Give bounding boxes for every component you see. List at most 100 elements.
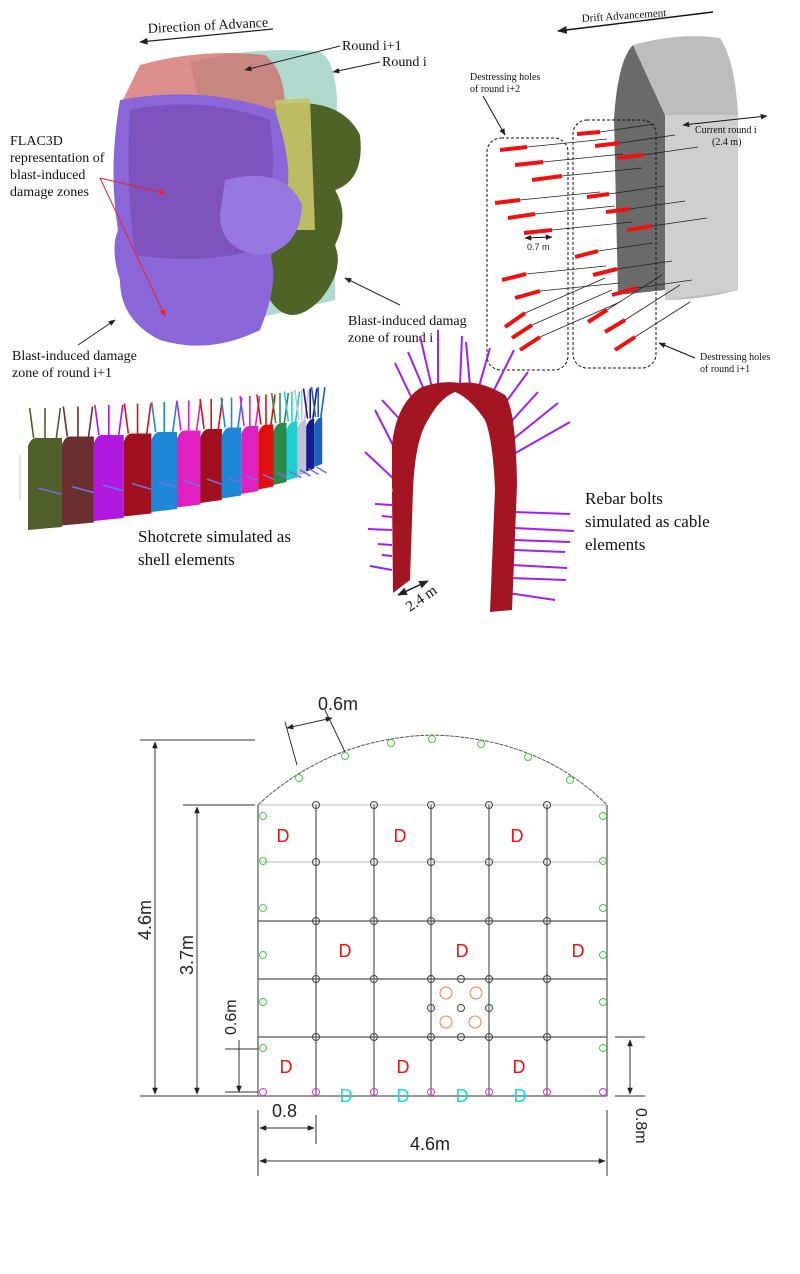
rebar-bolt	[220, 397, 226, 428]
shotcrete-segment	[200, 429, 222, 503]
production-hole	[312, 975, 320, 983]
perimeter-hole	[599, 904, 607, 912]
rebar-bolt	[176, 400, 182, 431]
drill-line	[624, 284, 681, 321]
drill-line	[634, 301, 691, 338]
perimeter-hole	[599, 998, 607, 1006]
rebar-bolt	[294, 389, 300, 421]
drill-line	[651, 217, 708, 227]
production-hole	[427, 917, 435, 925]
perimeter-hole	[566, 776, 574, 784]
rebar-bolt	[509, 577, 567, 581]
drill-line	[539, 301, 621, 338]
charge-bar	[603, 318, 627, 334]
holes-i1-label-line: of round i+1	[700, 364, 750, 375]
perimeter-hole	[259, 1044, 267, 1052]
marker-d-red: D	[397, 1057, 410, 1077]
rebar-bolt	[94, 404, 100, 436]
cut-hole	[439, 1015, 453, 1029]
production-hole	[370, 858, 378, 866]
production-hole	[485, 917, 493, 925]
charge-bar	[501, 272, 527, 282]
charge-bar	[611, 286, 638, 297]
marker-d-cyan: D	[397, 1086, 410, 1106]
drill-line	[636, 279, 693, 289]
shotcrete-segment	[28, 438, 62, 530]
rebar-bolt	[270, 392, 277, 424]
marker-d-cyan: D	[340, 1086, 353, 1106]
drill-line	[597, 242, 654, 252]
perimeter-hole	[599, 812, 607, 820]
round-i1-label: Round i+1	[342, 39, 402, 54]
wall-height-label: 3.7m	[177, 935, 197, 975]
rebar-bolt	[320, 386, 326, 418]
round-i-label: Round i	[382, 55, 427, 70]
rebar-bolt	[407, 351, 426, 393]
perimeter-hole	[428, 735, 436, 743]
charge-bar	[514, 289, 541, 300]
damage-next-label-line: Blast-induced damage	[12, 349, 137, 364]
shotcrete-segment	[258, 424, 274, 490]
lifter-hole	[312, 1088, 320, 1096]
right-offset-label: 0.8m	[632, 1108, 649, 1144]
rebar-bolt	[289, 470, 302, 479]
perimeter-hole	[341, 752, 349, 760]
drill-line	[519, 191, 601, 201]
holes-i2-group	[486, 137, 569, 371]
drill-line	[542, 153, 624, 163]
rebar-bolt	[308, 467, 320, 476]
rebar-bolt	[158, 481, 179, 489]
charge-bar	[507, 212, 536, 220]
arch-roof	[257, 734, 608, 806]
drill-line	[526, 138, 608, 148]
cut-hole	[439, 986, 453, 1000]
production-hole	[427, 1033, 435, 1041]
perimeter-hole	[387, 739, 395, 747]
marker-d-red: D	[572, 941, 585, 961]
charge-bar	[576, 130, 601, 136]
lifter-hole	[599, 1088, 607, 1096]
marker-d-cyan: D	[456, 1086, 469, 1106]
production-hole	[485, 1033, 493, 1041]
lifter-hole	[543, 1088, 551, 1096]
flac-label-line: FLAC3D	[10, 134, 63, 149]
production-hole	[485, 1004, 493, 1012]
production-hole	[427, 1004, 435, 1012]
drift-arrow	[557, 11, 714, 34]
charge-bar	[503, 311, 527, 329]
lifter-hole	[370, 1088, 378, 1096]
rebar-bolt	[381, 515, 393, 518]
panel-d-rebar-bolts: 2.4 m Rebar bolts simulated as cable ele…	[364, 330, 710, 615]
production-hole	[457, 1033, 465, 1041]
perimeter-hole	[599, 951, 607, 959]
production-hole	[543, 858, 551, 866]
damage-cur-label-line: Blast-induced damag	[348, 314, 467, 329]
arc-dim-ext	[324, 709, 346, 753]
production-hole	[485, 801, 493, 809]
production-hole	[427, 801, 435, 809]
charge-bar	[586, 192, 610, 199]
production-hole	[427, 975, 435, 983]
production-hole	[427, 858, 435, 866]
rebar-label-line: elements	[585, 535, 645, 554]
rebar-bolt	[28, 407, 35, 439]
drill-line	[642, 146, 699, 156]
production-hole	[312, 858, 320, 866]
production-hole	[485, 858, 493, 866]
drill-line	[608, 185, 665, 195]
holes-i1-label-line: Destressing holes	[700, 352, 770, 363]
drill-line	[619, 134, 676, 144]
holes-i2-label-line: Destressing holes	[470, 72, 540, 83]
arc-spacing-label: 0.6m	[318, 694, 358, 714]
rebar-bolt	[303, 389, 310, 421]
shotcrete-segment	[123, 433, 152, 517]
panel-b-destressing-holes: Drift Advancement Current round i (2.4 m…	[470, 7, 770, 375]
charge-bar	[494, 198, 521, 205]
rebar-bolt	[374, 503, 393, 506]
charge-bar	[592, 267, 618, 277]
charge-bar	[523, 228, 553, 235]
rebar-bolt	[183, 479, 203, 488]
rebar-bolt	[145, 403, 152, 434]
